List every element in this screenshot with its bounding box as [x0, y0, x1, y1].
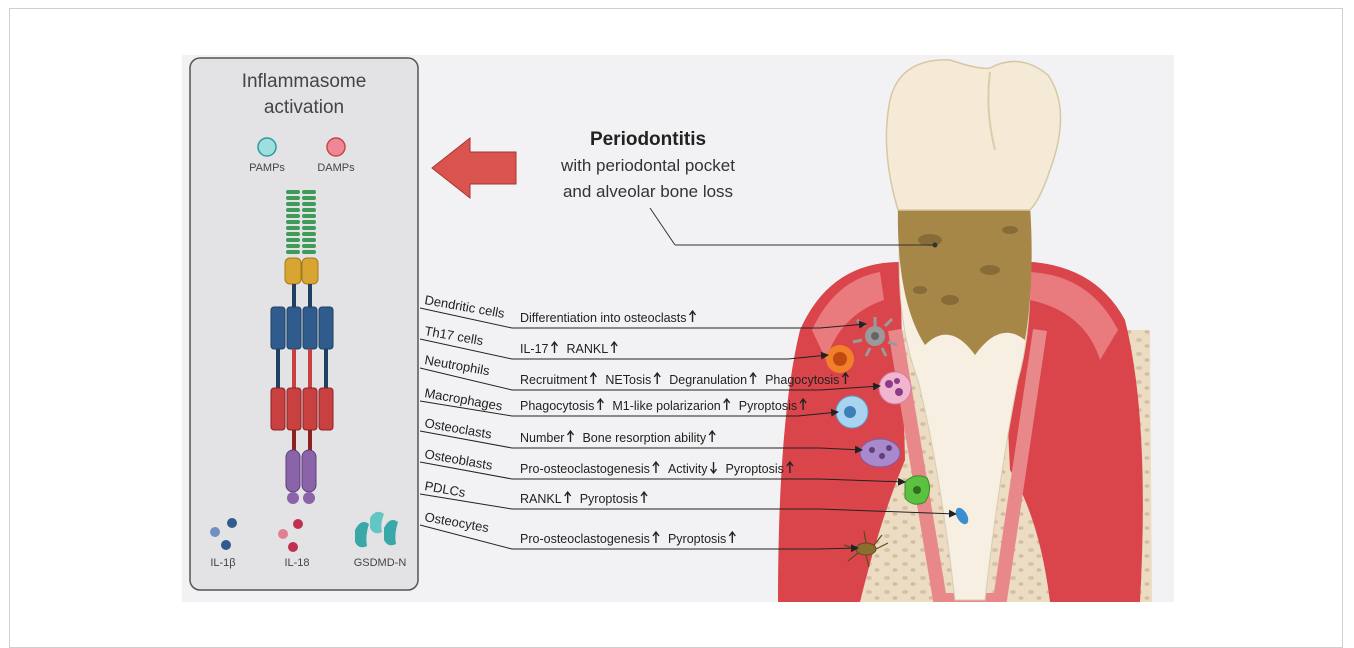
increase-arrow-icon	[552, 342, 558, 353]
th17-cell-icon	[826, 345, 854, 373]
il18-label: IL-18	[284, 557, 309, 569]
increase-arrow-icon	[641, 492, 647, 503]
macrophage-icon	[836, 396, 868, 428]
il1b-label: IL-1β	[210, 557, 235, 569]
effect-label: Degranulation	[669, 373, 747, 387]
increase-arrow-icon	[565, 492, 571, 503]
cell-name-label: PDLCs	[423, 478, 467, 500]
increase-arrow-icon	[653, 532, 659, 543]
effect-label: Recruitment	[520, 373, 588, 387]
periodontitis-line3: and alveolar bone loss	[563, 182, 733, 201]
inflammasome-title-line1: Inflammasome	[242, 71, 367, 92]
cell-name-label: Macrophages	[423, 385, 504, 414]
increase-arrow-icon	[653, 462, 659, 473]
gsdmd-label: GSDMD-N	[354, 557, 407, 569]
effect-label: Pyroptosis	[726, 462, 784, 476]
increase-arrow-icon	[567, 431, 573, 442]
effect-label: RANKL	[567, 342, 609, 356]
increase-arrow-icon	[724, 399, 730, 410]
figure-frame: Inflammasome activation PAMPs DAMPs	[0, 0, 1354, 602]
damps-icon	[327, 138, 345, 156]
increase-arrow-icon	[597, 399, 603, 410]
inflammasome-panel: Inflammasome activation PAMPs DAMPs	[190, 58, 418, 590]
effect-label: Activity	[668, 462, 708, 476]
periodontitis-title: Periodontitis	[590, 129, 706, 150]
damps-label: DAMPs	[317, 162, 355, 174]
osteoblast-icon	[905, 476, 930, 505]
effect-label: M1-like polarizarion	[612, 399, 720, 413]
inflammasome-title-line2: activation	[264, 97, 344, 118]
effect-label: RANKL	[520, 492, 562, 506]
row-leader-line	[420, 494, 512, 509]
effect-label: Pyroptosis	[739, 399, 797, 413]
increase-arrow-icon	[611, 342, 617, 353]
increase-arrow-icon	[690, 311, 696, 322]
increase-arrow-icon	[590, 373, 596, 384]
cell-name-label: Osteocytes	[423, 509, 490, 535]
cell-name-label: Neutrophils	[423, 352, 491, 378]
increase-arrow-icon	[709, 431, 715, 442]
effect-label: Pyroptosis	[668, 532, 726, 546]
increase-arrow-icon	[729, 532, 735, 543]
diagram-canvas: Inflammasome activation PAMPs DAMPs	[0, 0, 1354, 602]
tooth-illustration	[650, 60, 1152, 602]
cell-name-label: Th17 cells	[423, 323, 484, 348]
pamps-label: PAMPs	[249, 162, 285, 174]
effect-label: Pro-osteoclastogenesis	[520, 462, 650, 476]
periodontitis-to-inflammasome-arrow	[432, 138, 516, 198]
effect-label: Phagocytosis	[765, 373, 839, 387]
tooth-crown	[886, 60, 1060, 210]
effect-label: NETosis	[605, 373, 651, 387]
neutrophil-icon	[879, 372, 911, 404]
row-pointer-arrow	[512, 355, 828, 359]
effect-label: IL-17	[520, 342, 549, 356]
increase-arrow-icon	[750, 373, 756, 384]
effect-label: Phagocytosis	[520, 399, 594, 413]
effect-label: Bone resorption ability	[582, 431, 706, 445]
increase-arrow-icon	[654, 373, 660, 384]
effect-label: Pyroptosis	[580, 492, 638, 506]
cell-name-label: Dendritic cells	[423, 292, 506, 321]
decrease-arrow-icon	[711, 462, 717, 473]
effect-label: Pro-osteoclastogenesis	[520, 532, 650, 546]
effect-label: Number	[520, 431, 564, 445]
effect-label: Differentiation into osteoclasts	[520, 311, 687, 325]
osteoclast-icon	[860, 439, 900, 467]
periodontitis-line2: with periodontal pocket	[560, 156, 735, 175]
pamps-icon	[258, 138, 276, 156]
